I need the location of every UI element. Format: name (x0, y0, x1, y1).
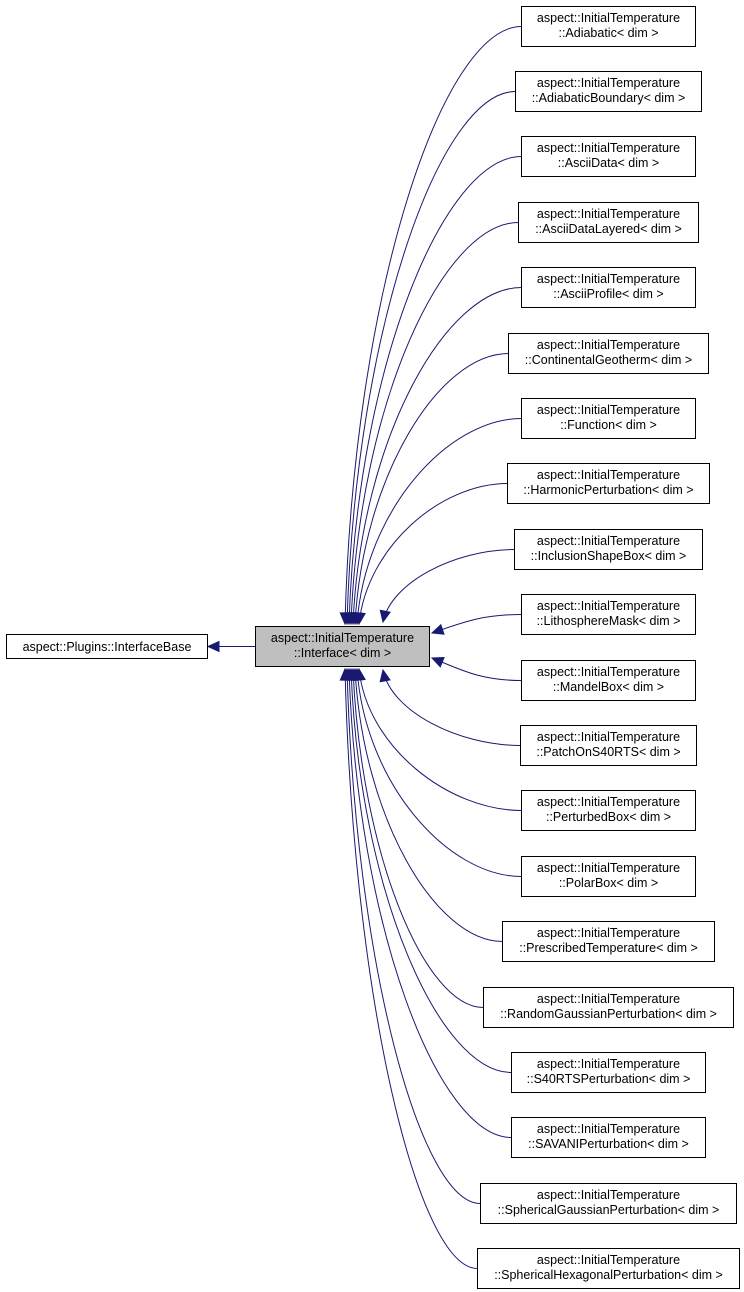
node-ascii-data-line2: ::AsciiData< dim > (558, 156, 659, 170)
node-s40-rtsperturbation-line1: aspect::InitialTemperature (537, 1057, 680, 1071)
node-polar-box-line1: aspect::InitialTemperature (537, 861, 680, 875)
node-harmonic-perturbation[interactable]: aspect::InitialTemperature::HarmonicPert… (507, 463, 710, 504)
edge-polar-box (356, 668, 522, 877)
node-mandel-box[interactable]: aspect::InitialTemperature::MandelBox< d… (521, 660, 696, 701)
node-adiabatic-boundary[interactable]: aspect::InitialTemperature::AdiabaticBou… (515, 71, 702, 112)
node-function[interactable]: aspect::InitialTemperature::Function< di… (521, 398, 696, 439)
node-inclusion-shape-box[interactable]: aspect::InitialTemperature::InclusionSha… (514, 529, 703, 570)
edge-adiabatic (344, 26, 522, 625)
node-spherical-hexagonal-perturbation-line1: aspect::InitialTemperature (537, 1253, 680, 1267)
node-inclusion-shape-box-line2: ::InclusionShapeBox< dim > (531, 549, 687, 563)
node-ascii-data-layered-line2: ::AsciiDataLayered< dim > (535, 222, 682, 236)
node-ascii-data[interactable]: aspect::InitialTemperature::AsciiData< d… (521, 136, 696, 177)
node-patch-on-s40-rts-line1: aspect::InitialTemperature (537, 730, 680, 744)
edge-ascii-data (348, 156, 522, 625)
edge-s40-rtsperturbation (350, 668, 512, 1073)
edge-prescribed-temperature (354, 668, 503, 942)
node-adiabatic-boundary-line1: aspect::InitialTemperature (537, 76, 680, 90)
node-adiabatic-line1: aspect::InitialTemperature (537, 11, 680, 25)
node-interface-base-label: aspect::Plugins::InterfaceBase (23, 640, 192, 654)
node-ascii-data-line1: aspect::InitialTemperature (537, 141, 680, 155)
edge-perturbed-box (358, 668, 522, 811)
node-savaniperturbation-line2: ::SAVANIPerturbation< dim > (528, 1137, 689, 1151)
arrowhead-lithosphere-mask (430, 623, 445, 635)
arrowhead-harmonic-perturbation (354, 611, 366, 626)
node-random-gaussian-perturbation-line1: aspect::InitialTemperature (537, 992, 680, 1006)
node-s40-rtsperturbation[interactable]: aspect::InitialTemperature::S40RTSPertur… (511, 1052, 706, 1093)
edge-lithosphere-mask (431, 614, 522, 634)
node-spherical-gaussian-perturbation[interactable]: aspect::InitialTemperature::SphericalGau… (480, 1183, 737, 1224)
node-initial-temperature-interface[interactable]: aspect::InitialTemperature ::Interface< … (255, 626, 430, 667)
edge-adiabatic-boundary (346, 91, 516, 625)
node-adiabatic-line2: ::Adiabatic< dim > (558, 26, 658, 40)
node-prescribed-temperature-line2: ::PrescribedTemperature< dim > (519, 941, 698, 955)
node-inclusion-shape-box-line1: aspect::InitialTemperature (537, 534, 680, 548)
edge-spherical-hexagonal-perturbation (344, 668, 478, 1269)
arrowhead-patch-on-s40-rts (379, 668, 391, 683)
node-ascii-profile-line1: aspect::InitialTemperature (537, 272, 680, 286)
node-harmonic-perturbation-line1: aspect::InitialTemperature (537, 468, 680, 482)
node-savaniperturbation-line1: aspect::InitialTemperature (537, 1122, 680, 1136)
node-patch-on-s40-rts[interactable]: aspect::InitialTemperature::PatchOnS40RT… (520, 725, 697, 766)
node-ascii-data-layered-line1: aspect::InitialTemperature (537, 207, 680, 221)
node-random-gaussian-perturbation[interactable]: aspect::InitialTemperature::RandomGaussi… (483, 987, 734, 1028)
node-interface-base[interactable]: aspect::Plugins::InterfaceBase (6, 634, 208, 659)
node-continental-geotherm[interactable]: aspect::InitialTemperature::ContinentalG… (508, 333, 709, 374)
node-function-line2: ::Function< dim > (560, 418, 657, 432)
node-interface-line2: ::Interface< dim > (294, 646, 391, 660)
node-mandel-box-line2: ::MandelBox< dim > (553, 680, 664, 694)
node-adiabatic[interactable]: aspect::InitialTemperature::Adiabatic< d… (521, 6, 696, 47)
node-lithosphere-mask-line1: aspect::InitialTemperature (537, 599, 680, 613)
node-interface-line1: aspect::InitialTemperature (271, 631, 414, 645)
node-polar-box[interactable]: aspect::InitialTemperature::PolarBox< di… (521, 856, 696, 897)
node-ascii-profile[interactable]: aspect::InitialTemperature::AsciiProfile… (521, 267, 696, 308)
edge-mandel-box (431, 657, 522, 681)
edge-harmonic-perturbation (358, 483, 508, 625)
arrowhead-interface-base (206, 640, 220, 653)
inheritance-edges (206, 26, 522, 1269)
node-continental-geotherm-line2: ::ContinentalGeotherm< dim > (525, 353, 692, 367)
node-spherical-gaussian-perturbation-line2: ::SphericalGaussianPerturbation< dim > (498, 1203, 720, 1217)
node-random-gaussian-perturbation-line2: ::RandomGaussianPerturbation< dim > (500, 1007, 717, 1021)
edge-ascii-data-layered (350, 222, 519, 625)
edge-inclusion-shape-box (382, 549, 515, 623)
node-perturbed-box-line1: aspect::InitialTemperature (537, 795, 680, 809)
node-savaniperturbation[interactable]: aspect::InitialTemperature::SAVANIPertur… (511, 1117, 706, 1158)
edge-random-gaussian-perturbation (352, 668, 484, 1008)
edge-spherical-gaussian-perturbation (346, 668, 481, 1204)
node-ascii-profile-line2: ::AsciiProfile< dim > (553, 287, 663, 301)
edge-ascii-profile (352, 287, 522, 625)
node-perturbed-box-line2: ::PerturbedBox< dim > (546, 810, 671, 824)
edge-patch-on-s40-rts (382, 669, 521, 746)
node-lithosphere-mask-line2: ::LithosphereMask< dim > (537, 614, 681, 628)
node-mandel-box-line1: aspect::InitialTemperature (537, 665, 680, 679)
node-function-line1: aspect::InitialTemperature (537, 403, 680, 417)
node-polar-box-line2: ::PolarBox< dim > (559, 876, 658, 890)
node-adiabatic-boundary-line2: ::AdiabaticBoundary< dim > (532, 91, 686, 105)
node-spherical-hexagonal-perturbation[interactable]: aspect::InitialTemperature::SphericalHex… (477, 1248, 740, 1289)
node-spherical-hexagonal-perturbation-line2: ::SphericalHexagonalPerturbation< dim > (494, 1268, 723, 1282)
node-ascii-data-layered[interactable]: aspect::InitialTemperature::AsciiDataLay… (518, 202, 699, 243)
node-prescribed-temperature-line1: aspect::InitialTemperature (537, 926, 680, 940)
derived-class-nodes: aspect::InitialTemperature::Adiabatic< d… (477, 6, 740, 1289)
arrowhead-inclusion-shape-box (379, 609, 391, 624)
node-continental-geotherm-line1: aspect::InitialTemperature (537, 338, 680, 352)
node-s40-rtsperturbation-line2: ::S40RTSPerturbation< dim > (527, 1072, 691, 1086)
edge-function (356, 418, 522, 625)
edge-continental-geotherm (354, 353, 509, 625)
node-spherical-gaussian-perturbation-line1: aspect::InitialTemperature (537, 1188, 680, 1202)
node-patch-on-s40-rts-line2: ::PatchOnS40RTS< dim > (536, 745, 680, 759)
edge-savaniperturbation (348, 668, 512, 1138)
arrowhead-spherical-hexagonal-perturbation (339, 667, 352, 681)
node-perturbed-box[interactable]: aspect::InitialTemperature::PerturbedBox… (521, 790, 696, 831)
arrowhead-mandel-box (430, 657, 445, 668)
node-lithosphere-mask[interactable]: aspect::InitialTemperature::LithosphereM… (521, 594, 696, 635)
node-harmonic-perturbation-line2: ::HarmonicPerturbation< dim > (523, 483, 693, 497)
node-prescribed-temperature[interactable]: aspect::InitialTemperature::PrescribedTe… (502, 921, 715, 962)
